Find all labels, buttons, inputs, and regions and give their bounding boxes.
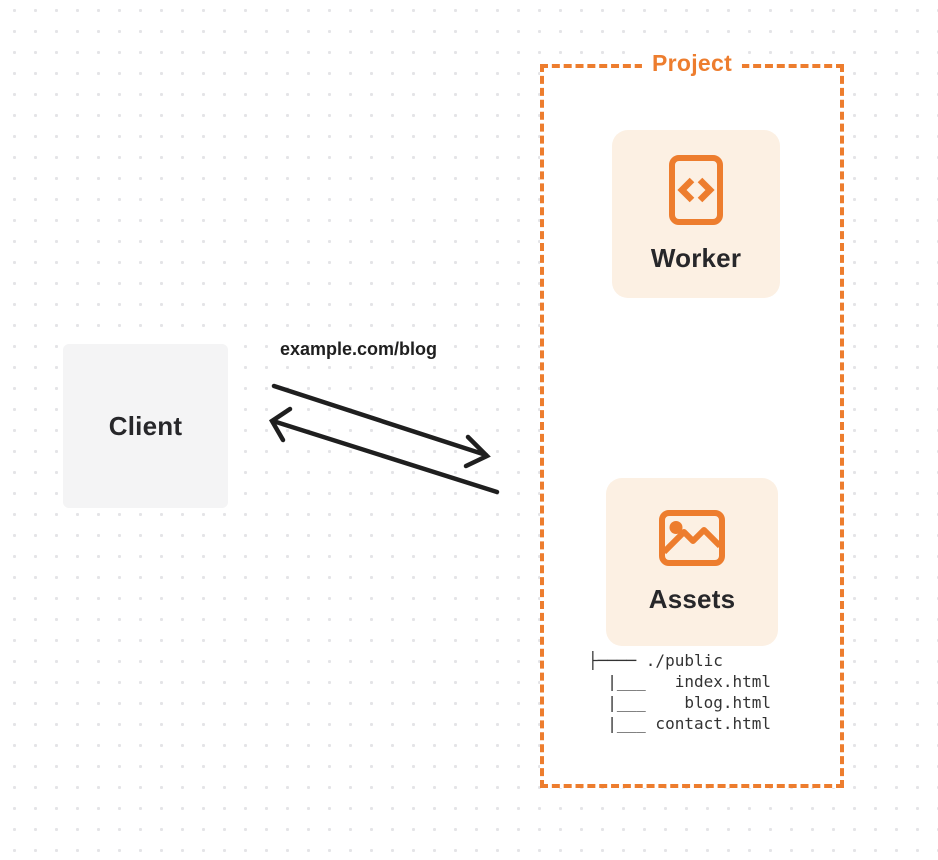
image-icon (659, 509, 725, 566)
worker-node: Worker (612, 130, 780, 298)
assets-label: Assets (648, 583, 736, 614)
client-label: Client (108, 410, 183, 441)
request-arrowhead (463, 434, 491, 469)
request-arrow (271, 383, 489, 458)
code-file-icon (669, 154, 723, 225)
request-url-label: example.com/blog (280, 339, 438, 359)
client-node: Client (63, 344, 228, 508)
assets-file-tree: ├──── ./public |___ index.html |___ blog… (588, 651, 772, 733)
project-title: Project (641, 50, 743, 77)
response-arrow (270, 418, 500, 495)
assets-node: Assets (606, 478, 778, 646)
project-boundary: Project Worker Assets ├──── ./public |__… (540, 50, 844, 788)
worker-label: Worker (650, 242, 742, 273)
response-arrowhead (268, 406, 293, 443)
